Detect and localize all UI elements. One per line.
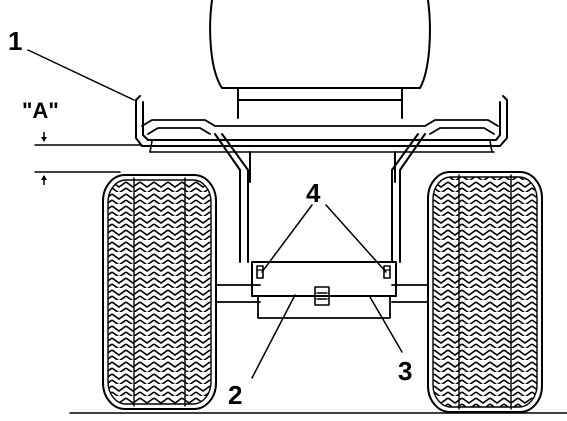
callout-3: 3 xyxy=(369,296,412,386)
hitch-plate xyxy=(251,261,397,319)
callout-4-label: 4 xyxy=(306,178,321,208)
upper-housing xyxy=(237,87,403,119)
callout-4: 4 xyxy=(261,178,387,273)
callout-3-label: 3 xyxy=(398,356,412,386)
bolt-left xyxy=(256,265,264,279)
right-rear-tire xyxy=(427,171,543,413)
callout-2-label: 2 xyxy=(228,380,242,410)
dimension-a-label: "A" xyxy=(22,98,59,123)
callout-1: 1 xyxy=(8,26,135,101)
left-rear-tire xyxy=(102,174,217,410)
bolt-center xyxy=(314,286,330,306)
rear-frame xyxy=(135,95,508,153)
seat-outline xyxy=(209,0,431,89)
callout-1-label: 1 xyxy=(8,26,22,56)
bolt-right xyxy=(383,265,391,279)
callout-2: 2 xyxy=(228,294,296,410)
hitch-frame xyxy=(214,133,426,263)
dimension-a: "A" xyxy=(22,98,141,185)
